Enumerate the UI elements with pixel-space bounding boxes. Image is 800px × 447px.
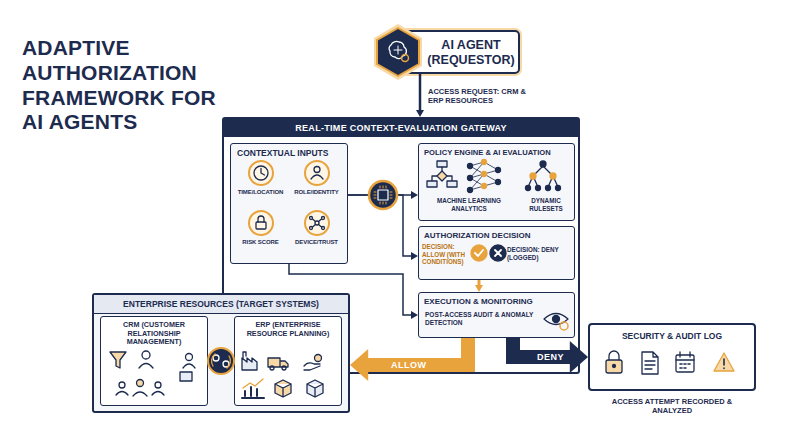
decision-allow: DECISION: ALLOW (WITH CONDITIONS) <box>422 243 469 266</box>
input-label: TIME/LOCATION <box>232 189 290 196</box>
box-heading: POLICY ENGINE & AI EVALUATION <box>424 148 572 157</box>
integration-link-icon <box>208 348 234 374</box>
box-heading: SECURITY & AUDIT LOG <box>590 331 754 341</box>
arrowhead <box>416 110 424 117</box>
connector-line <box>478 280 481 286</box>
input-circle <box>304 210 330 236</box>
system-title: CRM (CUSTOMER RELATIONSHIP MANAGEMENT) <box>104 321 204 347</box>
decision-icons <box>471 245 506 261</box>
connector <box>475 280 483 292</box>
edge-label: DENY <box>533 352 568 363</box>
edge-label: ACCESS REQUEST: CRM & ERP RESOURCES <box>428 87 536 105</box>
system-title: ERP (ENTERPRISE RESOURCE PLANNING) <box>238 321 338 338</box>
connector <box>513 338 588 373</box>
security-icons <box>606 351 734 374</box>
context-box: CONTEXTUAL INPUTS TIME/LOCATIONROLE/IDENT… <box>230 143 348 264</box>
sub-label: DYNAMIC RULESETS <box>518 197 574 212</box>
arrowhead <box>411 252 418 260</box>
agent-hexagon-icon <box>374 24 422 80</box>
sub-label: MACHINE LEARNING ANALYTICS <box>421 197 517 212</box>
connector <box>416 74 424 117</box>
evaluation-chip <box>369 181 397 209</box>
box-body: POST-ACCESS AUDIT & ANOMALY DETECTION <box>425 311 537 327</box>
connector <box>350 338 468 381</box>
decision-deny: DECISION: DENY (LOGGED) <box>507 246 573 261</box>
panel-header: REAL-TIME CONTEXT-EVALUATION GATEWAY <box>224 119 578 137</box>
audit-log-box: SECURITY & AUDIT LOGACCESS ATTEMPT RECOR… <box>588 323 756 391</box>
policy-icons <box>427 160 561 193</box>
agent-title: AI AGENT (REQUESTOR) <box>425 38 517 68</box>
arrowhead <box>350 349 368 381</box>
arrowhead <box>411 191 418 199</box>
connector-line <box>289 264 412 315</box>
diagram-title: ADAPTIVE AUTHORIZATION FRAMEWORK FOR AI … <box>22 36 232 135</box>
connector-line <box>419 74 422 111</box>
arrowhead <box>570 341 588 373</box>
box-heading: AUTHORIZATION DECISION <box>424 231 572 241</box>
monitoring-eye-icon <box>544 314 568 331</box>
edge-label: ALLOW <box>387 360 431 371</box>
input-label: DEVICE/TRUST <box>288 239 346 246</box>
box-heading: EXECUTION & MONITORING <box>424 297 572 307</box>
input-label: RISK SCORE <box>232 239 290 246</box>
crm-icons <box>110 351 195 396</box>
input-label: ROLE/IDENTITY <box>288 189 346 196</box>
context-icons <box>254 166 325 230</box>
arrowhead <box>411 311 418 319</box>
connector <box>289 264 418 319</box>
panel-header: ENTERPRISE RESOURCES (TARGET SYSTEMS) <box>94 295 348 314</box>
box-caption: ACCESS ATTEMPT RECORDED & ANALYZED <box>602 397 742 415</box>
box-heading: CONTEXTUAL INPUTS <box>237 148 343 158</box>
context-input: DEVICE/TRUST <box>289 210 345 256</box>
erp-icons <box>242 352 323 398</box>
arrowhead <box>475 285 483 292</box>
